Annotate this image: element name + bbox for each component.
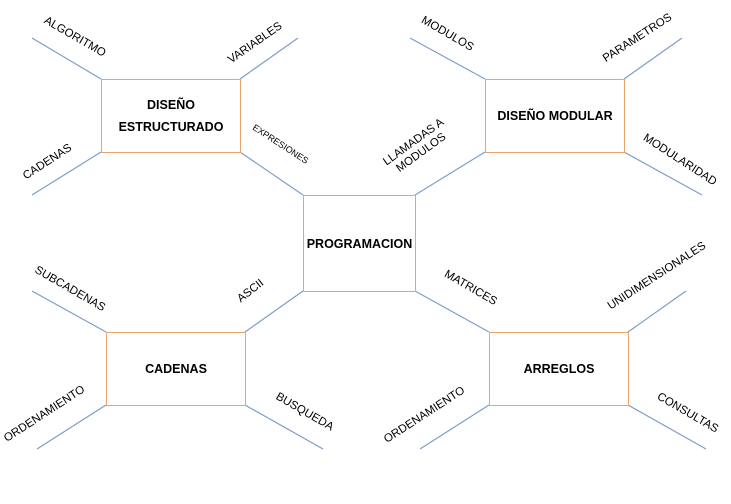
node-cadenas[interactable]: CADENAS xyxy=(106,332,246,406)
line-cadenas-de xyxy=(31,151,102,196)
line-subcadenas xyxy=(31,290,107,333)
node-diseno-estructurado[interactable]: DISEÑO ESTRUCTURADO xyxy=(101,79,241,153)
line-busqueda xyxy=(244,404,324,450)
node-programacion[interactable]: PROGRAMACION xyxy=(303,195,416,292)
node-label-line1: DISEÑO xyxy=(147,98,195,112)
node-label: CADENAS xyxy=(145,362,207,376)
line-variables xyxy=(239,37,299,80)
line-expresiones xyxy=(239,151,304,196)
line-llamadas xyxy=(414,151,486,196)
line-ordenamiento-arr xyxy=(419,404,490,450)
node-label: ARREGLOS xyxy=(523,362,595,376)
line-modulos xyxy=(409,37,486,80)
node-label-line2: ESTRUCTURADO xyxy=(118,120,224,134)
node-arreglos[interactable]: ARREGLOS xyxy=(489,332,629,406)
line-ordenamiento-cad xyxy=(36,404,107,450)
line-ascii xyxy=(244,290,304,333)
line-parametros xyxy=(623,37,683,80)
node-diseno-modular[interactable]: DISEÑO MODULAR xyxy=(485,79,625,153)
line-matrices xyxy=(414,290,490,333)
center-label: PROGRAMACION xyxy=(306,236,413,251)
line-unidimensionales xyxy=(627,290,687,333)
line-modularidad xyxy=(623,151,703,196)
node-label: DISEÑO MODULAR xyxy=(497,109,613,123)
line-consultas xyxy=(627,404,707,450)
line-algoritmo xyxy=(31,37,102,80)
